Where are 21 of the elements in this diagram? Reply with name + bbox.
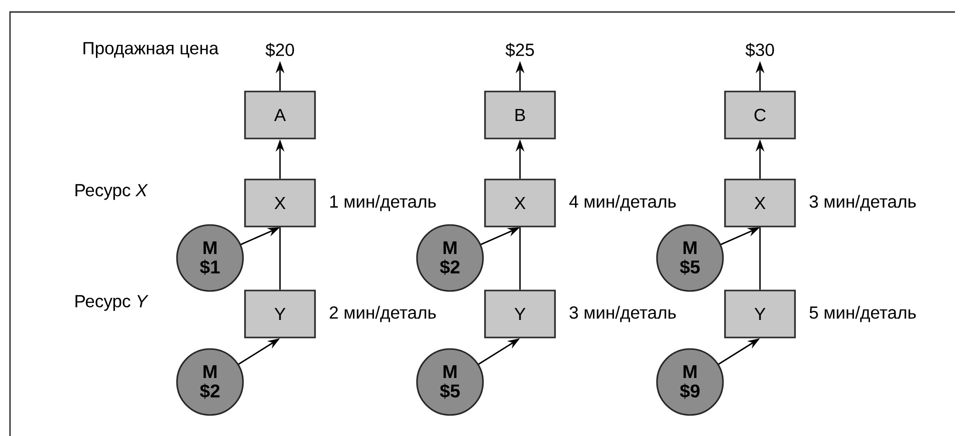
time-label: 3 мин/деталь <box>810 194 916 212</box>
row-label: Ресурс Y <box>76 295 148 311</box>
price-label: $30 <box>746 42 774 58</box>
resource-box: Y <box>724 290 796 338</box>
resource-box: Y <box>244 290 316 338</box>
resource-box: X <box>244 178 316 228</box>
time-label: 3 мин/деталь <box>570 306 676 322</box>
time-label: 2 мин/деталь <box>330 306 436 322</box>
time-label: 1 мин/деталь <box>330 194 436 212</box>
resource-box: A <box>244 90 316 140</box>
resource-box: X <box>724 178 796 228</box>
resource-box: B <box>484 90 556 140</box>
resource-box: Y <box>484 290 556 338</box>
price-label: $25 <box>506 42 534 58</box>
row-label: Продажная цена <box>84 42 219 58</box>
resource-box: C <box>724 90 796 140</box>
price-label: $20 <box>266 42 294 58</box>
row-label: Ресурс X <box>76 184 148 200</box>
resource-box: X <box>484 178 556 228</box>
time-label: 5 мин/деталь <box>810 306 916 322</box>
time-label: 4 мин/деталь <box>569 194 676 212</box>
